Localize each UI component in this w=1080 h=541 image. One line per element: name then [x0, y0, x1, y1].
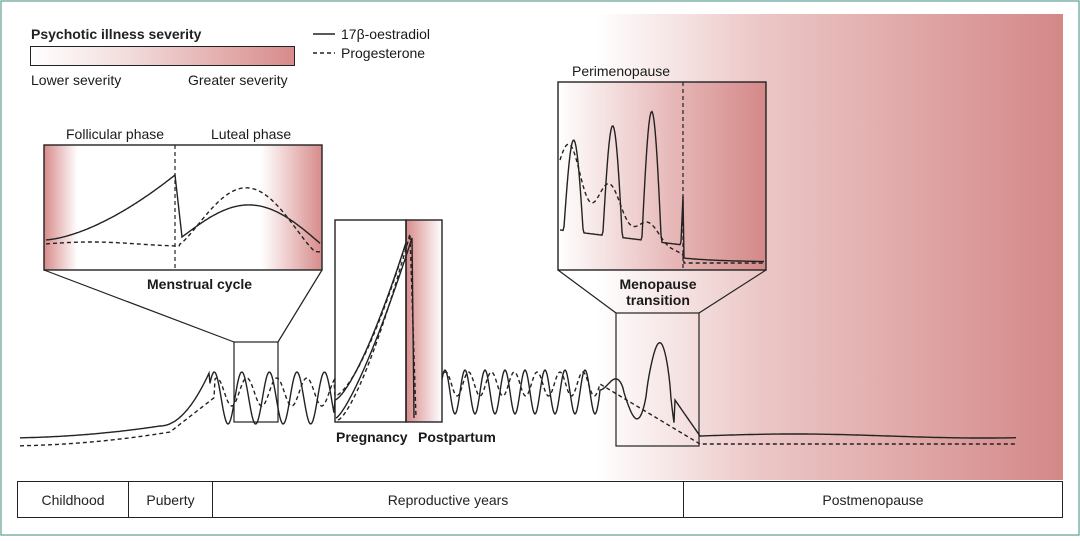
menopause-zoom-box [615, 312, 700, 447]
luteal-phase-label: Luteal phase [211, 126, 292, 142]
severity-legend-title: Psychotic illness severity [31, 26, 202, 42]
menstrual-cycle-title: Menstrual cycle [147, 276, 253, 292]
perimenopause-estradiol-curve [559, 110, 764, 263]
estradiol-main-curve [20, 230, 1016, 439]
greater-severity-label: Greater severity [188, 72, 288, 88]
stage-puberty: Puberty [129, 482, 213, 517]
lower-severity-label: Lower severity [31, 72, 122, 88]
severity-gradient-bar [30, 46, 295, 66]
meno-connector-left [557, 269, 617, 314]
perimenopause-progesterone-curve [559, 143, 764, 264]
menstrual-inset-frame [43, 144, 323, 271]
menstrual-zoom-box [233, 341, 279, 423]
menopause-title-line2: transition [626, 292, 690, 308]
progesterone-legend-label: Progesterone [341, 45, 426, 61]
pregnancy-estradiol-curve [335, 237, 415, 419]
menopause-transition-title: Menopause transition [612, 276, 704, 308]
postpartum-shading [406, 220, 442, 422]
postpartum-box [405, 219, 443, 423]
stage-reproductive-years: Reproductive years [213, 482, 684, 517]
menstrual-connector-right [277, 269, 323, 343]
follicular-phase-label: Follicular phase [66, 126, 165, 142]
stage-childhood: Childhood [18, 482, 129, 517]
menstrual-connector-left [43, 269, 235, 343]
postpartum-label: Postpartum [418, 429, 496, 445]
life-stage-timeline: Childhood Puberty Reproductive years Pos… [17, 481, 1063, 518]
menstrual-progesterone-curve [45, 187, 321, 253]
meno-connector-right [698, 269, 767, 314]
menopause-title-line1: Menopause [619, 276, 697, 292]
perimenopause-inset-frame [557, 81, 767, 271]
pregnancy-label: Pregnancy [336, 429, 408, 445]
progesterone-main-curve [20, 230, 1016, 447]
pregnancy-box [334, 219, 407, 423]
menstrual-estradiol-curve [45, 173, 321, 244]
menstrual-inset-bg [44, 145, 322, 270]
stage-postmenopause: Postmenopause [822, 491, 924, 508]
estradiol-legend-label: 17β-oestradiol [341, 26, 430, 42]
perimenopause-label: Perimenopause [572, 63, 671, 79]
